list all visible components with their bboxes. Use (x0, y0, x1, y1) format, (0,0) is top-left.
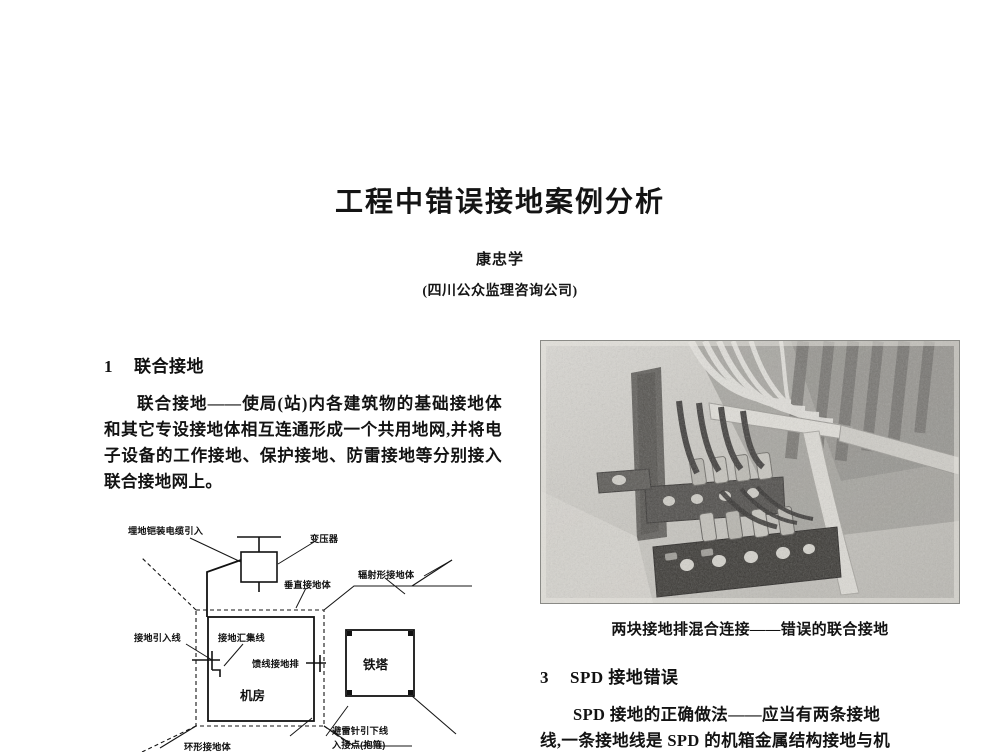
left-column: 1 联合接地 联合接地——使局(站)内各建筑物的基础接地体和其它专设接地体相互连… (104, 352, 502, 495)
label-vertical-electrode: 垂直接地体 (284, 579, 332, 590)
label-feeder-ground-bar: 馈线接地排 (252, 658, 300, 669)
grounding-bars-photo (540, 340, 960, 604)
section-title: 联合接地 (134, 357, 204, 376)
label-lightning-downlead-2: 入接点(抱箍) (332, 739, 385, 750)
section-number: 1 (104, 357, 113, 376)
author-affiliation: (四川公众监理咨询公司) (422, 283, 578, 299)
tower-label: 铁塔 (363, 657, 389, 672)
body-paragraph-3-line-1: SPD 接地的正确做法——应当有两条接地 (573, 705, 881, 724)
label-buried-cable: 埋地铠装电缆引入 (128, 525, 204, 536)
label-leader-lines (185, 537, 453, 737)
transformer-bus (237, 536, 281, 592)
ground-leadin-symbol (192, 651, 221, 677)
title-block: 工程中错误接地案例分析 康忠学 (四川公众监理咨询公司) (0, 186, 1000, 300)
photo-image (541, 341, 959, 603)
photo-caption: 两块接地排混合连接——错误的联合接地 (611, 622, 889, 638)
body-paragraph-1: 联合接地——使局(站)内各建筑物的基础接地体和其它专设接地体相互连通形成一个共用… (104, 394, 502, 491)
body-paragraph-3-line-2: 线,一条接地线是 SPD 的机箱金属结构接地与机 (540, 731, 891, 750)
figure-svg: 机房 铁塔 (128, 525, 472, 752)
label-ground-leadin: 接地引入线 (134, 632, 182, 643)
section-heading-3: 3 SPD 接地错误 (540, 663, 960, 688)
label-radial-electrode: 辐射形接地体 (358, 569, 415, 580)
buried-cable-path (206, 559, 242, 617)
page-title: 工程中错误接地案例分析 (334, 187, 665, 218)
feeder-ground-bar-symbol (306, 655, 326, 672)
label-ground-busbar: 接地汇集线 (218, 632, 266, 643)
label-transformer: 变压器 (310, 533, 339, 544)
tower-box (345, 629, 415, 697)
ground-plane-outline (141, 557, 353, 752)
right-column: 两块接地排混合连接——错误的联合接地 3 SPD 接地错误 SPD 接地的正确做… (540, 340, 960, 754)
tower-feet (347, 631, 413, 695)
section-number: 3 (540, 668, 549, 687)
transformer-box (240, 551, 278, 583)
equipment-room-box (207, 616, 315, 722)
label-lightning-downlead: 避雷针引下线 (331, 725, 389, 736)
label-ring-electrode: 环形接地体 (184, 741, 232, 752)
equipment-room-label: 机房 (240, 688, 265, 703)
author-name: 康忠学 (475, 251, 524, 268)
section-heading-1: 1 联合接地 (104, 352, 502, 377)
section-title: SPD 接地错误 (570, 668, 679, 687)
figure-combined-grounding: 机房 铁塔 (100, 520, 500, 752)
